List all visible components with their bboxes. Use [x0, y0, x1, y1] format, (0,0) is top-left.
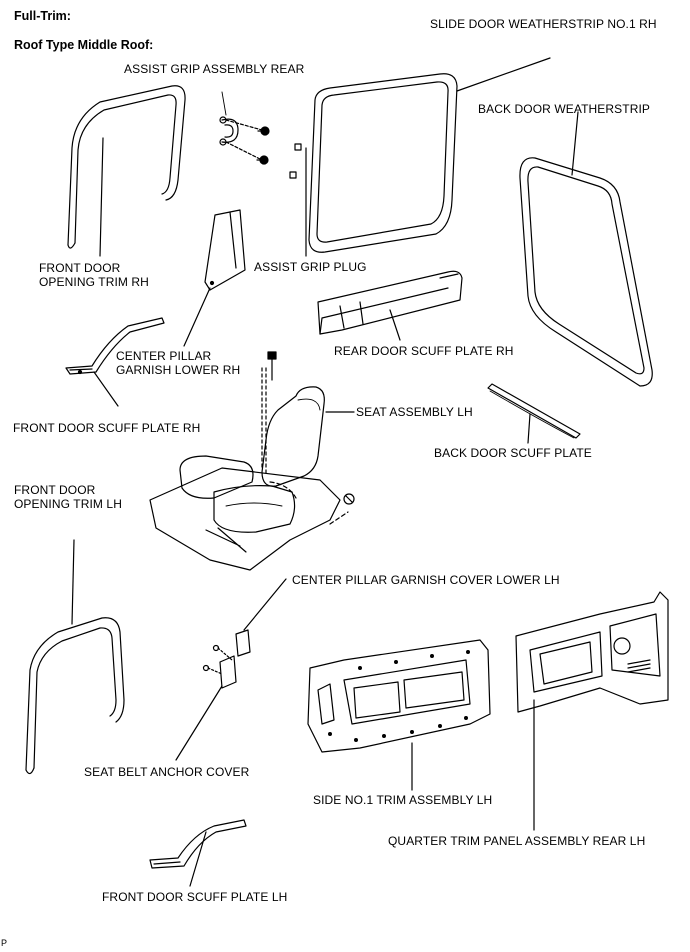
assist-grip-rear: [219, 91, 270, 165]
back-door-scuff-plate: [487, 383, 581, 444]
quarter-trim-panel-rear-lh: [515, 591, 669, 831]
slide-door-weatherstrip: [308, 57, 551, 253]
front-door-scuff-plate-rh: [65, 317, 165, 407]
label-assist-grip-plug: ASSIST GRIP PLUG: [254, 260, 367, 274]
front-door-scuff-plate-lh: [149, 819, 247, 887]
label-center-pillar-garnish-cover-lower-lh: CENTER PILLAR GARNISH COVER LOWER LH: [292, 573, 560, 587]
front-door-opening-trim-rh: [67, 85, 186, 257]
label-quarter-trim-panel-rear-lh: QUARTER TRIM PANEL ASSEMBLY REAR LH: [388, 834, 646, 848]
label-front-door-opening-trim-rh: FRONT DOOR OPENING TRIM RH: [39, 261, 149, 289]
label-rear-door-scuff-plate-rh: REAR DOOR SCUFF PLATE RH: [334, 344, 514, 358]
label-front-door-scuff-plate-rh: FRONT DOOR SCUFF PLATE RH: [13, 421, 201, 435]
label-slide-door-weatherstrip: SLIDE DOOR WEATHERSTRIP NO.1 RH: [430, 17, 657, 31]
label-back-door-scuff-plate: BACK DOOR SCUFF PLATE: [434, 446, 592, 460]
seat-belt-anchor-cover: [175, 644, 237, 761]
side-no1-trim-assembly-lh: [307, 639, 491, 791]
label-seat-assembly-lh: SEAT ASSEMBLY LH: [356, 405, 473, 419]
assist-grip-plug: [289, 143, 307, 257]
diagram-trim-heading: Full-Trim:: [14, 9, 71, 23]
corner-mark: P: [1, 938, 8, 948]
label-seat-belt-anchor-cover: SEAT BELT ANCHOR COVER: [84, 765, 250, 779]
diagram-roof-heading: Roof Type Middle Roof:: [14, 38, 154, 52]
label-center-pillar-garnish-lower-rh: CENTER PILLAR GARNISH LOWER RH: [116, 349, 241, 377]
label-back-door-weatherstrip: BACK DOOR WEATHERSTRIP: [478, 102, 650, 116]
label-front-door-opening-trim-lh: FRONT DOOR OPENING TRIM LH: [14, 483, 122, 511]
label-side-no1-trim-assembly-lh: SIDE NO.1 TRIM ASSEMBLY LH: [313, 793, 493, 807]
center-pillar-garnish-cover-lower-lh: [235, 578, 287, 657]
label-assist-grip-rear: ASSIST GRIP ASSEMBLY REAR: [124, 62, 305, 76]
label-front-door-scuff-plate-lh: FRONT DOOR SCUFF PLATE LH: [102, 890, 288, 904]
center-pillar-garnish-lower-rh: [183, 209, 246, 347]
front-door-opening-trim-lh: [25, 539, 125, 775]
seat-assembly-lh: [149, 351, 355, 571]
rear-door-scuff-plate-rh: [317, 270, 463, 341]
back-door-weatherstrip: [519, 111, 653, 387]
